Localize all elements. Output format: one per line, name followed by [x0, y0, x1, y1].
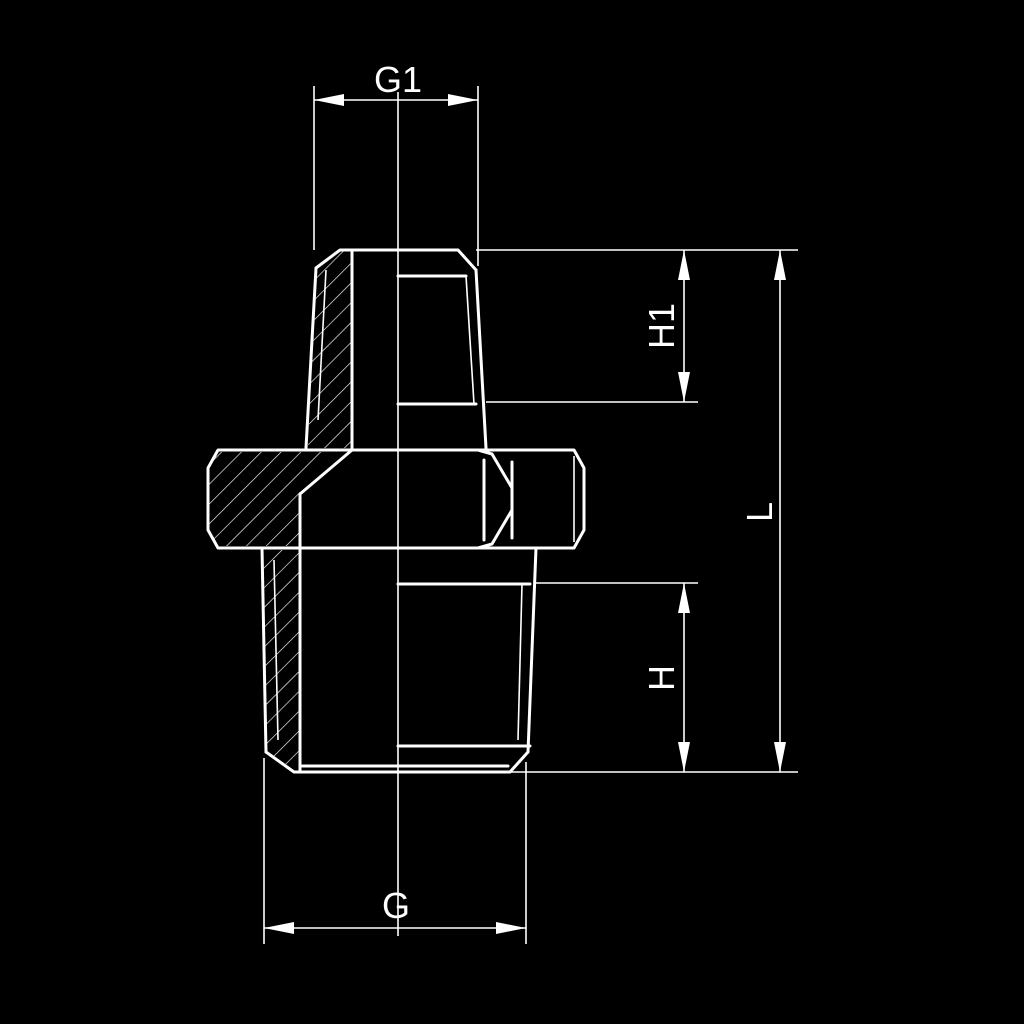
extension-lines [263, 86, 798, 944]
dimension-label-l: L [739, 502, 780, 522]
dimension-g1: G1 [314, 59, 478, 106]
dimension-label-h: H [641, 665, 682, 691]
lower-thread [260, 546, 538, 774]
dimension-label-g1: G1 [374, 59, 422, 100]
dimension-g: G [264, 885, 526, 934]
dimension-label-g: G [382, 885, 410, 926]
dimension-label-h1: H1 [641, 303, 682, 349]
upper-thread [304, 248, 488, 450]
dimension-h1: H1 [641, 250, 690, 402]
dimension-h: H [641, 583, 690, 772]
section-hatching [208, 250, 352, 772]
dimension-l: L [739, 250, 786, 772]
hex-body [206, 448, 586, 550]
